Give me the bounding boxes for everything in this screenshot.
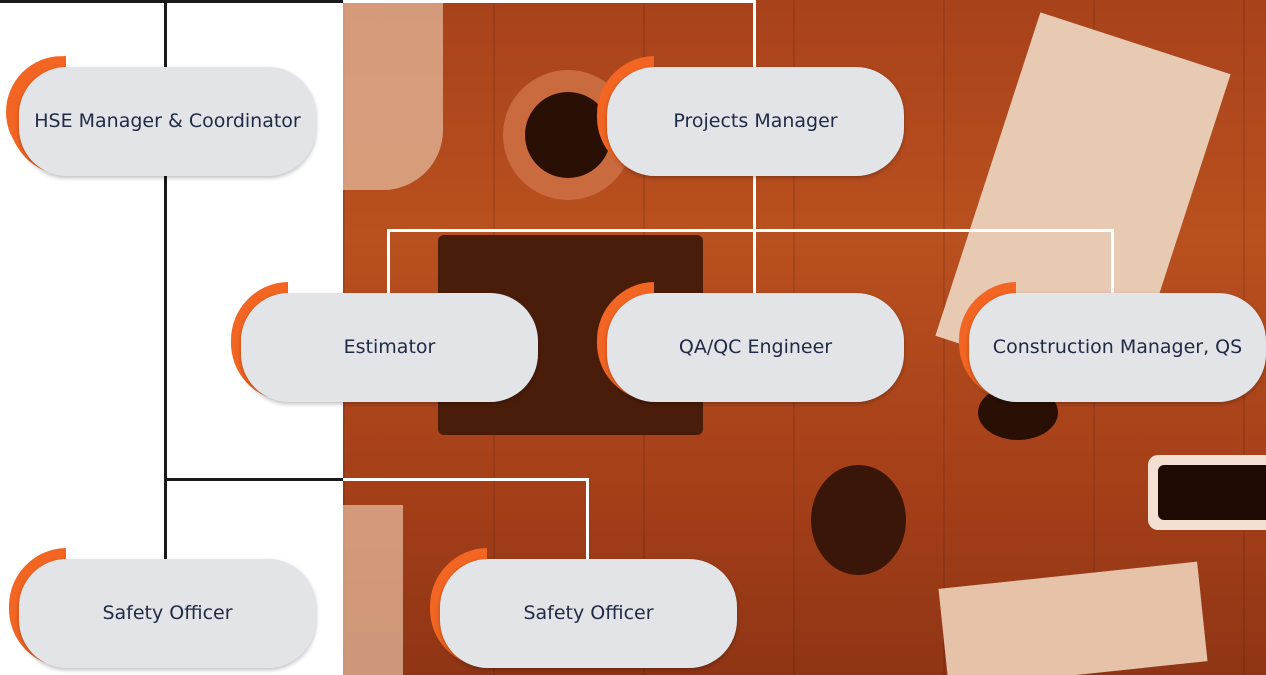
role-pill: QA/QC Engineer [607, 293, 904, 402]
paper-charts [938, 561, 1208, 675]
role-pill: Construction Manager, QS [969, 293, 1266, 402]
node-safety-officer-1: Safety Officer [6, 548, 316, 668]
node-estimator: Estimator [228, 282, 538, 402]
connector-estimator [387, 229, 390, 297]
connector-qaqc [753, 229, 756, 297]
node-qaqc-engineer: QA/QC Engineer [594, 282, 904, 402]
role-pill: Safety Officer [440, 559, 737, 668]
connector-top-white [343, 0, 756, 3]
role-pill: HSE Manager & Coordinator [19, 67, 316, 176]
arm-bottom-left [343, 505, 403, 675]
role-label: Safety Officer [102, 602, 233, 624]
role-label: QA/QC Engineer [678, 336, 833, 358]
phone-screen [1158, 465, 1266, 520]
connector-pm-top [753, 0, 756, 80]
role-label: Construction Manager, QS [992, 336, 1243, 358]
pen-holder [811, 465, 906, 575]
role-pill: Safety Officer [19, 559, 316, 668]
role-label: HSE Manager & Coordinator [34, 110, 301, 132]
role-pill: Estimator [241, 293, 538, 402]
connector-safety-white-h [343, 478, 589, 481]
role-pill: Projects Manager [607, 67, 904, 176]
connector-safety2 [586, 478, 589, 563]
connector-top-horizontal [0, 0, 345, 3]
node-construction-manager: Construction Manager, QS [956, 282, 1266, 402]
connector-pm-down [753, 162, 756, 232]
node-hse-manager: HSE Manager & Coordinator [6, 56, 316, 176]
node-projects-manager: Projects Manager [594, 56, 904, 176]
connector-team-horizontal [387, 229, 1114, 232]
role-label: Safety Officer [523, 602, 654, 624]
role-label: Projects Manager [673, 110, 838, 132]
arm-top-left [343, 0, 443, 190]
node-safety-officer-2: Safety Officer [427, 548, 737, 668]
connector-safety-horizontal [164, 478, 344, 481]
connector-construction [1111, 229, 1114, 297]
role-label: Estimator [343, 336, 436, 358]
connector-hse-vertical [164, 0, 167, 562]
coffee-cup [525, 92, 611, 178]
